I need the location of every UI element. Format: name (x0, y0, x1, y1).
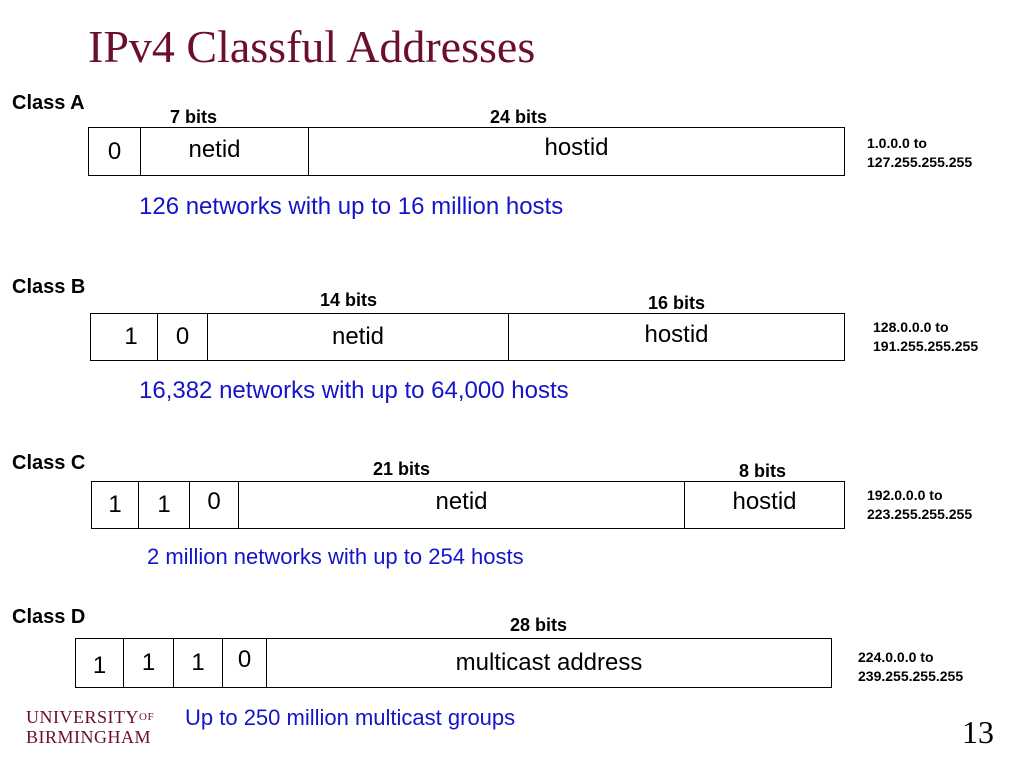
range-start: 224.0.0.0 to (858, 649, 934, 665)
class-c-netid-bits: 21 bits (373, 459, 431, 479)
field-label: netid (331, 323, 385, 350)
bit-value: 1 (108, 491, 122, 518)
university-logo: UNIVERSITYOF BIRMINGHAM (26, 707, 154, 747)
class-c-range: 192.0.0.0 to 223.255.255.255 (867, 486, 972, 524)
class-d-label: Class D (12, 606, 86, 628)
class-b-bit-1: 0 (158, 314, 208, 360)
class-c-hostid-field: hostid (685, 482, 844, 528)
field-label: netid (188, 135, 241, 163)
bit-value: 0 (175, 323, 190, 350)
class-c-netid-field: netid (239, 482, 685, 528)
class-d-address-box: 1 1 1 0 multicast address (75, 638, 832, 688)
class-d-summary: Up to 250 million multicast groups (185, 705, 516, 730)
class-a-netid-field: netid (141, 128, 309, 175)
field-label: netid (435, 488, 488, 515)
class-d-address-bits: 28 bits (510, 615, 568, 635)
class-b-bit-0: 1 (91, 314, 158, 360)
range-end: 191.255.255.255 (873, 338, 979, 354)
class-b-netid-bits: 14 bits (320, 290, 378, 310)
bit-value: 1 (124, 323, 138, 350)
class-c-bit-0: 1 (92, 482, 139, 528)
field-label: hostid (644, 321, 709, 348)
bit-value: 1 (157, 491, 171, 518)
bit-value: 0 (237, 646, 252, 673)
class-d-multicast-field: multicast address (267, 639, 831, 687)
slide-title: IPv4 Classful Addresses (88, 21, 536, 72)
range-start: 128.0.0.0 to (873, 319, 949, 335)
class-c-label: Class C (12, 452, 86, 474)
class-b-netid-field: netid (208, 314, 509, 360)
class-a-netid-bits: 7 bits (170, 107, 218, 127)
class-d-range: 224.0.0.0 to 239.255.255.255 (858, 648, 963, 686)
class-c-bit-1: 1 (139, 482, 190, 528)
bit-value: 1 (92, 652, 107, 679)
class-b-address-box: 1 0 netid hostid (90, 313, 845, 361)
class-c-summary: 2 million networks with up to 254 hosts (147, 544, 524, 569)
class-a-range: 1.0.0.0 to 127.255.255.255 (867, 134, 972, 172)
page-number: 13 (962, 714, 994, 750)
class-a-bit-0: 0 (89, 128, 141, 175)
range-end: 127.255.255.255 (867, 154, 973, 170)
class-b-label: Class B (12, 276, 86, 298)
class-a-hostid-bits: 24 bits (490, 107, 548, 127)
bit-value: 1 (191, 649, 205, 676)
bit-value: 0 (107, 137, 122, 165)
range-start: 192.0.0.0 to (867, 487, 943, 503)
class-d-bit-3: 0 (223, 639, 267, 687)
class-b-range: 128.0.0.0 to 191.255.255.255 (873, 318, 978, 356)
class-d-bit-0: 1 (76, 639, 124, 687)
class-c-address-box: 1 1 0 netid hostid (91, 481, 845, 529)
bit-value: 1 (141, 649, 156, 676)
class-c-bit-2: 0 (190, 482, 239, 528)
class-a-label: Class A (12, 92, 85, 114)
range-end: 239.255.255.255 (858, 668, 964, 684)
class-d-bit-2: 1 (174, 639, 223, 687)
logo-line2: BIRMINGHAM (26, 727, 152, 747)
class-b-hostid-bits: 16 bits (648, 293, 706, 313)
class-a-address-box: 0 netid hostid (88, 127, 845, 176)
field-label: hostid (732, 488, 797, 515)
class-a-hostid-field: hostid (309, 128, 844, 175)
class-b-hostid-field: hostid (509, 314, 844, 360)
class-b-summary: 16,382 networks with up to 64,000 hosts (139, 377, 569, 404)
logo-line1-suffix: OF (139, 711, 155, 723)
range-start: 1.0.0.0 to (867, 135, 927, 151)
range-end: 223.255.255.255 (867, 506, 973, 522)
class-a-summary: 126 networks with up to 16 million hosts (139, 193, 564, 220)
class-d-bit-1: 1 (124, 639, 174, 687)
logo-line1: UNIVERSITY (26, 707, 139, 727)
field-label: multicast address (455, 649, 643, 676)
class-c-hostid-bits: 8 bits (739, 461, 787, 481)
bit-value: 0 (207, 488, 221, 515)
field-label: hostid (544, 133, 609, 161)
